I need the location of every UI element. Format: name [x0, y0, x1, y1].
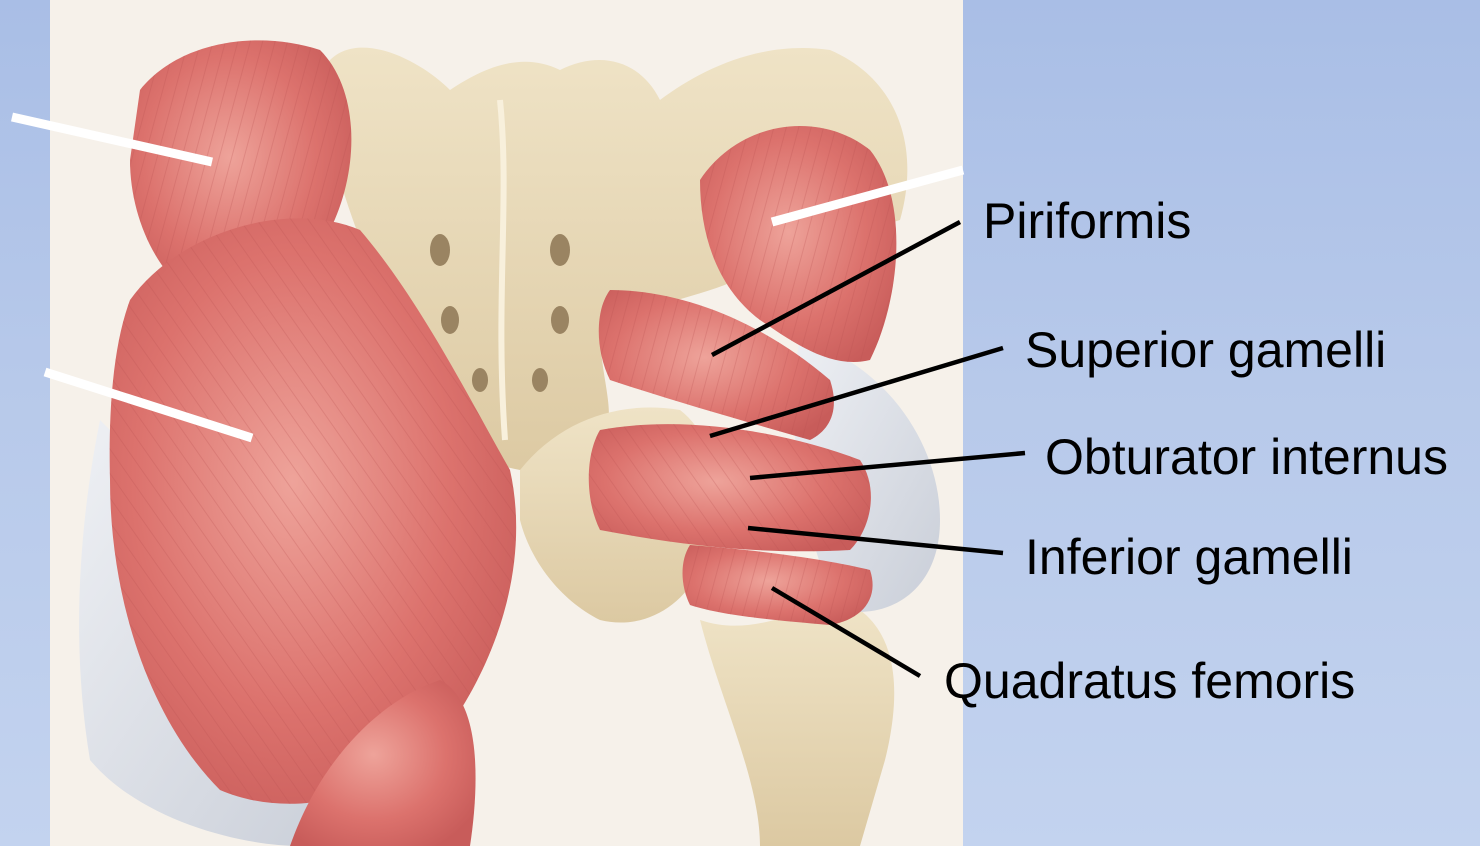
- sacral-crest: [500, 100, 505, 440]
- sacral-foramen: [550, 234, 570, 266]
- label-superior-gamelli: Superior gamelli: [1025, 325, 1386, 375]
- sacral-foramen: [430, 234, 450, 266]
- label-quadratus-femoris: Quadratus femoris: [944, 656, 1355, 706]
- label-inferior-gamelli: Inferior gamelli: [1025, 532, 1353, 582]
- sacral-foramen: [472, 368, 488, 392]
- label-obturator-internus: Obturator internus: [1045, 432, 1448, 482]
- label-piriformis: Piriformis: [983, 196, 1191, 246]
- sacral-foramen: [532, 368, 548, 392]
- sacral-foramen: [441, 306, 459, 334]
- sacral-foramen: [551, 306, 569, 334]
